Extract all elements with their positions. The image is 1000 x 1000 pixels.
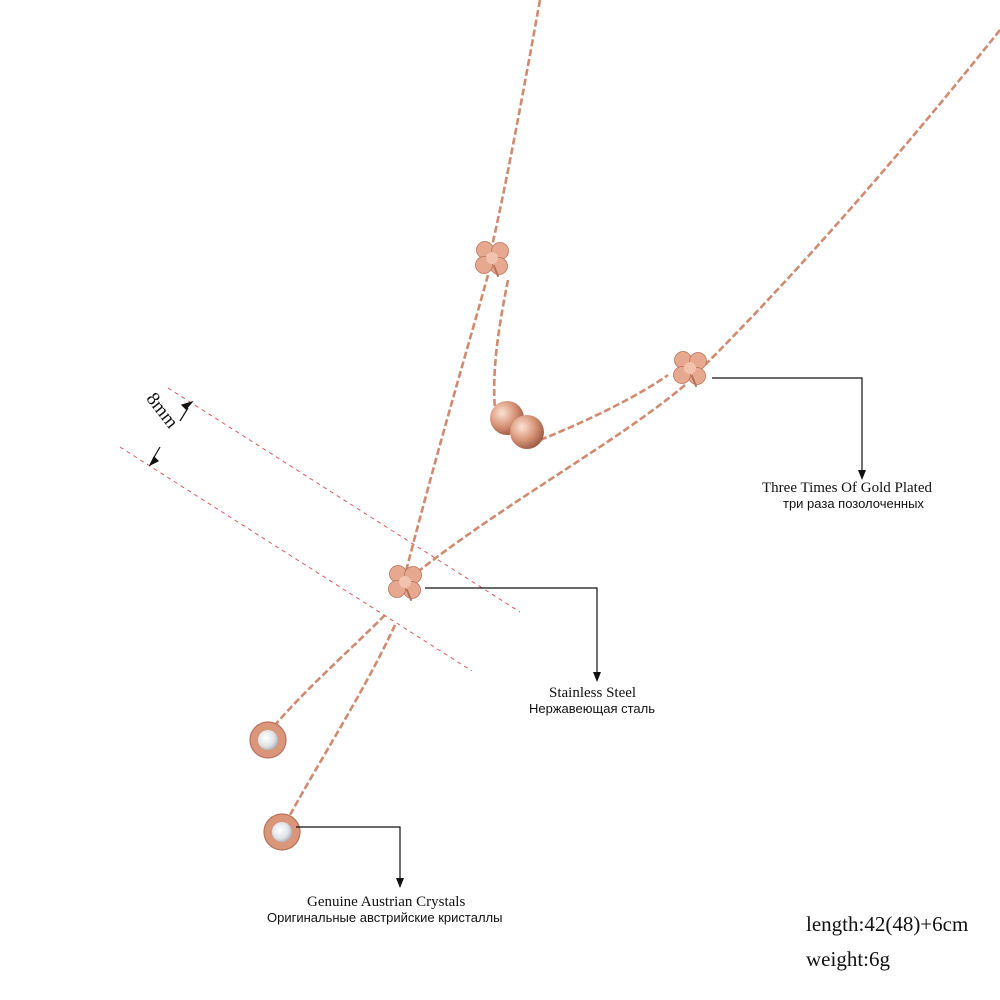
plating-label-ru: три раза позолоченных (783, 496, 924, 511)
measurement-arrows (148, 400, 194, 467)
clover-charm-top (474, 240, 510, 277)
clover-charm-right (672, 350, 708, 387)
chain-beads-to-clover (539, 373, 669, 442)
weight-spec: weight:6g (806, 947, 890, 971)
chain-main-right (704, 29, 1000, 366)
crystal-drop-2 (263, 813, 301, 851)
plating-label-en: Three Times Of Gold Plated (762, 480, 932, 496)
length-spec: length:42(48)+6cm (806, 912, 969, 936)
callout-lines (296, 377, 863, 883)
callout-arrowheads (396, 470, 866, 888)
crystal-label-en: Genuine Austrian Crystals (307, 894, 466, 910)
chain-lower (419, 384, 686, 572)
chain-drop-2 (288, 624, 397, 816)
crystal-drop-1 (249, 721, 287, 759)
steel-label-en: Stainless Steel (549, 685, 637, 701)
steel-label-ru: Нержавеющая сталь (529, 701, 655, 716)
bead-2 (510, 415, 544, 449)
crystal-label-ru: Оригинальные австрийские кристаллы (267, 910, 503, 925)
clover-charm-center (387, 564, 423, 601)
measurement-guides (119, 387, 521, 672)
chain-drop-1 (274, 614, 386, 726)
chain-main-left (488, 0, 542, 256)
chain-loop-bead (492, 279, 510, 411)
chains (274, 0, 1000, 816)
